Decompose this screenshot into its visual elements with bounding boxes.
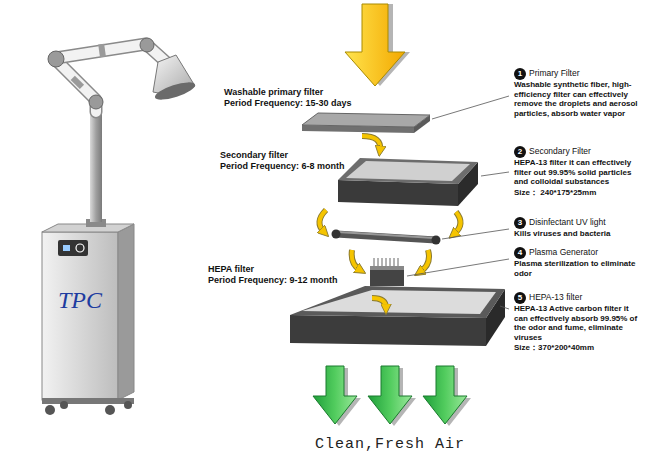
hepa-filter-frame [290,286,505,318]
arm-ring [71,76,84,89]
flow-arrow [420,250,429,272]
callout-number: 5 [514,292,526,304]
flow-arrow-outline [352,250,360,270]
uv-lamp-cap [432,236,441,245]
service-interval-label: Washable primary filter [224,87,352,98]
callout-number-text: 4 [518,249,522,257]
callout-group: 3 Disinfectant UV lightKills viruses and … [514,217,644,239]
cabinet-front [42,232,118,400]
callout-group: 5 HEPA-13 filterHEPA-13 Active carbon fil… [514,292,644,353]
callout-number: 3 [514,217,526,229]
secondary-filter-frame [338,158,478,184]
brand-logo: TPC [58,287,102,314]
flow-arrow-outline [362,136,380,150]
callout-number-text: 3 [518,219,522,227]
outflow-arrow [313,366,357,424]
wheel [45,405,55,415]
component-description: Size：370*200*40mm [514,343,644,353]
hepa-filter-frame [290,315,486,346]
flow-arrow [319,210,326,232]
component-heading: Plasma Generator [529,247,644,258]
service-interval-label: Period Frequency: 6-8 month [220,161,345,172]
callout-number: 4 [514,247,526,259]
cabinet-base [42,398,134,404]
intake-arrow [345,4,405,86]
flow-arrow [372,298,386,308]
callout-number: 2 [514,146,526,158]
display-led [63,245,70,251]
flow-arrow [454,212,461,234]
uv-lamp-cap [332,230,341,239]
flow-arrow-outline [420,250,429,272]
wheel [60,401,68,409]
service-interval-label: Period Frequency: 9-12 month [208,275,338,286]
component-description: Kills viruses and bacteria [514,229,644,239]
service-interval-label: Secondary filter [220,150,345,161]
hepa-filter [302,290,496,314]
secondary-filter [346,161,470,181]
component-description: HEPA-13 filter it can effectively filter… [514,158,644,187]
component-heading: Secondary Filter [529,146,644,157]
component-description: Washable synthetic fiber, high-efficienc… [514,80,644,118]
arm-joint [48,51,64,67]
component-heading: Primary Filter [529,68,644,79]
flow-arrow [362,136,380,150]
leader-line [500,306,509,309]
arm-ring [98,44,106,58]
leader-line [481,172,509,176]
control-panel [58,240,88,256]
arm-joint [140,38,154,52]
flow-arrow-outline [372,298,386,308]
outflow-arrow [423,366,467,424]
component-description: Size： 240*175*25mm [514,188,644,198]
leader-line [432,96,509,119]
callout-group: 4 Plasma GeneratorPlasma sterilization to… [514,247,644,278]
component-description: Plasma sterilization to eliminate odor [514,259,644,278]
flow-arrow [352,250,360,270]
service-interval-label: Period Frequency: 15-30 days [224,98,352,109]
leader-line [442,229,509,239]
plasma-generator [370,270,404,286]
callout-number-text: 1 [518,70,522,78]
service-interval-label: HEPA filter [208,264,338,275]
component-heading: HEPA-13 filter [529,292,644,303]
cabinet-side [118,224,134,400]
callout-group: 2 Secondary FilterHEPA-13 filter it can e… [514,146,644,197]
leader-line [407,259,509,276]
pole [90,110,102,222]
service-interval-group: HEPA filterPeriod Frequency: 9-12 month [208,264,338,286]
primary-filter [302,113,430,127]
component-description: HEPA-13 Active carbon filter it can effe… [514,304,644,342]
leader-lines [407,96,509,309]
outflow-caption: Clean,Fresh Air [315,436,465,453]
power-button [76,244,84,252]
service-interval-group: Washable primary filterPeriod Frequency:… [224,87,352,109]
uv-lamp-highlight [338,232,434,238]
wheel [124,401,132,409]
fume-extractor [42,38,197,415]
callout-number: 1 [514,68,526,80]
outflow-arrow [368,366,412,424]
callout-number-text: 5 [518,294,522,302]
hood-opening [153,79,197,103]
component-heading: Disinfectant UV light [529,217,644,228]
callout-group: 1 Primary FilterWashable synthetic fiber,… [514,68,644,118]
flow-arrow-outline [454,212,461,234]
flow-arrow-outline [319,210,326,232]
service-interval-group: Secondary filterPeriod Frequency: 6-8 mo… [220,150,345,172]
wheel [105,405,115,415]
arm-joint [89,95,103,109]
callout-number-text: 2 [518,148,522,156]
secondary-filter-frame [338,180,458,206]
